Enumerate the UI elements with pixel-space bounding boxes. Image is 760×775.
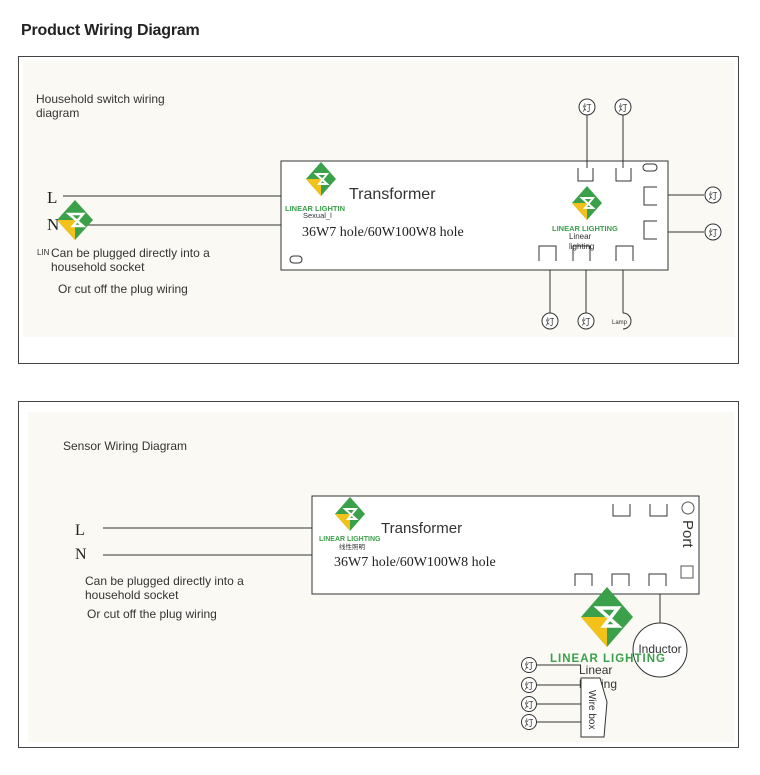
panel1-brand-left: LINEAR LIGHTIN [285,204,345,213]
panel1-lamp-bottom-1-glyph: 灯 [545,317,554,328]
panel1-lamp-top-1 [578,98,596,116]
page-title: Product Wiring Diagram [21,22,200,39]
panel1-lamp-top-1-glyph: 灯 [582,103,591,114]
panel1-lamp-bottom-1 [541,312,559,330]
sensor-wiring-diagram: Sensor Wiring Diagram L N Can be plugged… [63,439,700,738]
panel1-lamp-right-1-glyph: 灯 [708,191,717,202]
panel1-lamp-bottom-2-glyph: 灯 [581,317,590,328]
panel2-brand-big-sub-1: Linear [579,663,612,677]
panel1-lamp-bottom-2 [577,312,595,330]
panel2-lamp-2 [521,677,537,693]
panel1-logo-left [306,162,336,196]
panel2-transformer-box [311,495,700,595]
panel2-logo-big [581,587,633,647]
household-switch-diagram: Household switch wiring diagram L N LIN … [36,92,722,330]
panel2-lamp-3 [521,696,537,712]
panel2-port-label: Port [679,520,696,548]
panel2-caption: Sensor Wiring Diagram [63,439,187,453]
panel1-logo-right [572,186,602,220]
panel1-caption-line2: diagram [36,106,79,120]
panel2-wire-box-label: Wire box [586,690,597,729]
panel2-plug-note-line2: household socket [85,588,179,602]
panel1-spec-label: 36W7 hole/60W100W8 hole [302,225,464,240]
panel1-small-prefix: LIN [37,248,50,257]
panel2-logo-left [335,497,365,531]
panel1-transformer-label: Transformer [349,186,436,203]
panel1-caption-line1: Household switch wiring [36,92,165,106]
panel1-lamp-small-label: Lamp [612,320,628,326]
panel2-lamp-1 [521,657,537,673]
panel1-port-right-2 [643,220,657,240]
panel2-port-box [680,565,694,579]
panel1-plug-note-line2: household socket [51,260,145,274]
panel1-port-bottom-3 [615,245,634,261]
panel2-brand-left-sub: 线性照明 [339,542,366,551]
panel2-lamp-3-glyph: 灯 [524,700,533,711]
panel2-lamp-2-glyph: 灯 [524,681,533,692]
panel2-lamp-4-glyph: 灯 [524,718,533,729]
panel2-port-top-1 [612,504,631,517]
panel1-N-label: N [47,215,59,234]
panel2-port-hole [681,501,695,515]
panel1-cut-note: Or cut off the plug wiring [58,282,188,296]
panel2-cut-note: Or cut off the plug wiring [87,607,217,621]
panel1-lamp-bottom-3 [622,312,632,330]
panel1-plug-logo [57,200,93,240]
panel1-mount-hole-left [289,255,303,264]
panel2-port-bottom-1 [574,573,593,586]
panel2-port-top-2 [649,504,668,517]
panel1-port-bottom-1 [538,245,557,261]
panel1-port-top-2 [615,168,632,182]
panel2-spec-label: 36W7 hole/60W100W8 hole [334,555,496,570]
panel1-brand-right: LINEAR LIGHTING [552,224,618,233]
panel1-L-label: L [47,188,57,207]
panel2-transformer-label: Transformer [381,520,462,537]
panel2-brand-left: LINEAR LIGHTING [319,536,381,543]
panel2-port-bottom-2 [611,573,630,586]
panel2-lamp-1-glyph: 灯 [524,661,533,672]
panel1-mount-hole-right [642,163,658,172]
panel1-lamp-right-2 [704,223,722,241]
panel1-transformer-box [280,160,669,271]
panel1-brand-left-sub: Sexual_l [303,211,332,220]
panel1-lamp-top-2-glyph: 灯 [618,103,627,114]
panel1-plug-note-line1: Can be plugged directly into a [51,246,210,260]
panel2-wire-box [580,677,608,738]
panel2-inductor [632,622,688,678]
panel2-port-bottom-3 [648,573,667,586]
panel1-brand-right-sub-1: Linear [569,232,592,241]
panel2-L-label: L [75,522,85,539]
panel1-port-bottom-2 [572,245,591,261]
panel1-lamp-right-1 [704,186,722,204]
panel2-N-label: N [75,546,87,563]
panel1-port-right-1 [643,186,657,206]
panel1-port-top-1 [577,168,594,182]
panel2-lamp-4 [521,714,537,730]
panel2-brand-big: LINEAR LIGHTING [550,653,666,665]
panel2-inductor-label: Inductor [638,642,681,656]
panel1-lamp-top-2 [614,98,632,116]
panel2-plug-note-line1: Can be plugged directly into a [85,574,244,588]
sensor-wiring-panel: Sensor Wiring Diagram L N Can be plugged… [18,401,739,748]
panel1-lamp-right-2-glyph: 灯 [708,228,717,239]
household-switch-panel: Household switch wiring diagram L N LIN … [18,56,739,364]
